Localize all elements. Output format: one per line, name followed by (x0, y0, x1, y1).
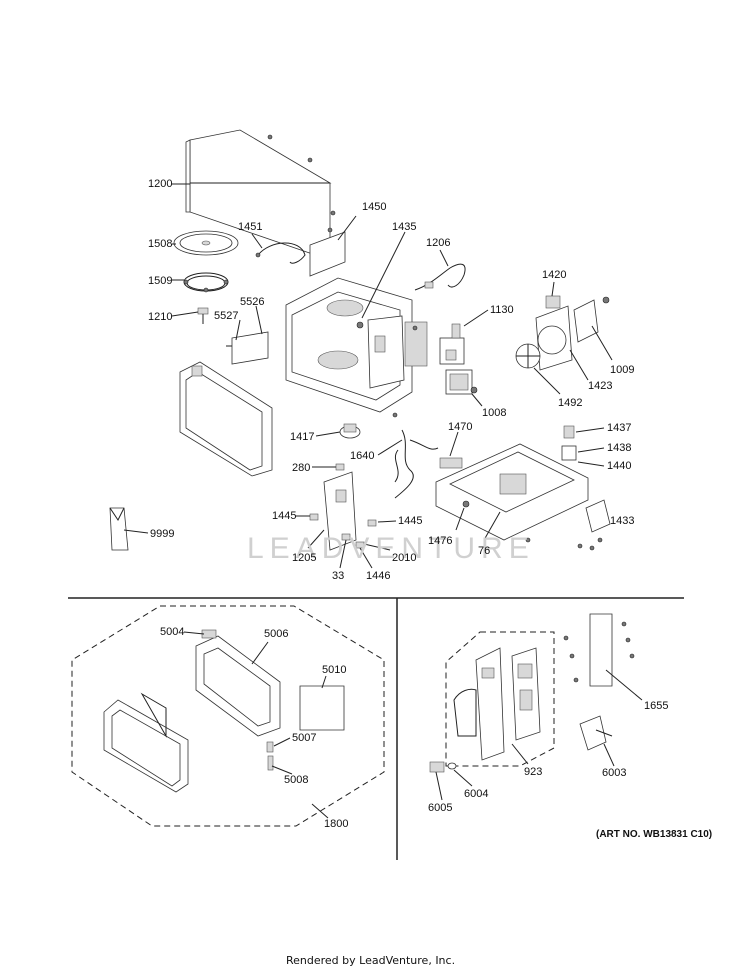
callout-1433: 1433 (610, 515, 635, 527)
callout-1420: 1420 (542, 269, 567, 281)
callout-1445-left: 1445 (272, 510, 297, 522)
watermark: LEADVENTURE (247, 532, 535, 565)
callout-5526: 5526 (240, 296, 265, 308)
callout-6005: 6005 (428, 802, 453, 814)
owner-manual-part (109, 507, 129, 551)
door-assembly-group (71, 605, 385, 827)
callout-1800: 1800 (324, 818, 349, 830)
callout-1451: 1451 (238, 221, 263, 233)
roller-ring-part (183, 272, 229, 293)
callout-1008: 1008 (482, 407, 507, 419)
capacitor-part (577, 499, 611, 551)
section-dividers (68, 597, 684, 860)
callout-1205: 1205 (292, 552, 317, 564)
base-plate-part (435, 443, 589, 543)
outer-case-part (185, 129, 336, 261)
callout-1210: 1210 (148, 311, 173, 323)
callout-1435: 1435 (392, 221, 417, 233)
callout-1423: 1423 (588, 380, 613, 392)
oven-cavity-part (285, 277, 428, 418)
callout-1446: 1446 (366, 570, 391, 582)
turntable-motor-part (335, 423, 361, 471)
callout-1640: 1640 (350, 450, 375, 462)
callout-2010: 2010 (392, 552, 417, 564)
top-leader-lines (123, 183, 613, 569)
switch-assembly-part (439, 323, 465, 365)
callout-1470: 1470 (448, 421, 473, 433)
control-panel-group (429, 613, 643, 801)
footer-credit: Rendered by LeadVenture, Inc. (286, 954, 456, 967)
callout-5527: 5527 (214, 310, 239, 322)
callout-1440: 1440 (607, 460, 632, 472)
waveguide-cover-part (226, 331, 269, 365)
callout-76: 76 (478, 545, 491, 557)
callout-1476: 1476 (428, 535, 453, 547)
callout-280: 280 (292, 462, 311, 474)
callout-1492: 1492 (558, 397, 583, 409)
main-harness-part (394, 429, 439, 499)
thermostat-part (561, 425, 577, 461)
door-front-part (179, 361, 273, 477)
callout-1206: 1206 (426, 237, 451, 249)
control-bracket-part (309, 471, 377, 551)
callout-1508: 1508 (148, 238, 173, 250)
callout-1438: 1438 (607, 442, 632, 454)
callout-6003: 6003 (602, 767, 627, 779)
callout-33: 33 (332, 570, 345, 582)
callout-5010: 5010 (322, 664, 347, 676)
callout-1130: 1130 (490, 304, 514, 316)
callout-1437: 1437 (607, 422, 632, 434)
callout-1655: 1655 (644, 700, 669, 712)
callout-5006: 5006 (264, 628, 289, 640)
callout-1509: 1509 (148, 275, 173, 287)
callout-9999: 9999 (150, 528, 175, 540)
coupler-part (197, 307, 209, 324)
harness-wire-part (414, 263, 466, 291)
callout-5007: 5007 (292, 732, 317, 744)
callout-1450: 1450 (362, 201, 387, 213)
callout-1417: 1417 (290, 431, 315, 443)
bracket-part (255, 231, 346, 277)
art-number: (ART NO. WB13831 C10) (596, 829, 713, 840)
callout-6004: 6004 (464, 788, 489, 800)
fan-assembly-part (515, 295, 610, 371)
transformer-part (445, 369, 478, 395)
callout-5008: 5008 (284, 774, 309, 786)
callout-923: 923 (524, 766, 543, 778)
callout-1445-right: 1445 (398, 515, 423, 527)
callout-1200: 1200 (148, 178, 173, 190)
turntable-tray-part (173, 230, 239, 256)
callout-5004: 5004 (160, 626, 185, 638)
callout-1009: 1009 (610, 364, 635, 376)
